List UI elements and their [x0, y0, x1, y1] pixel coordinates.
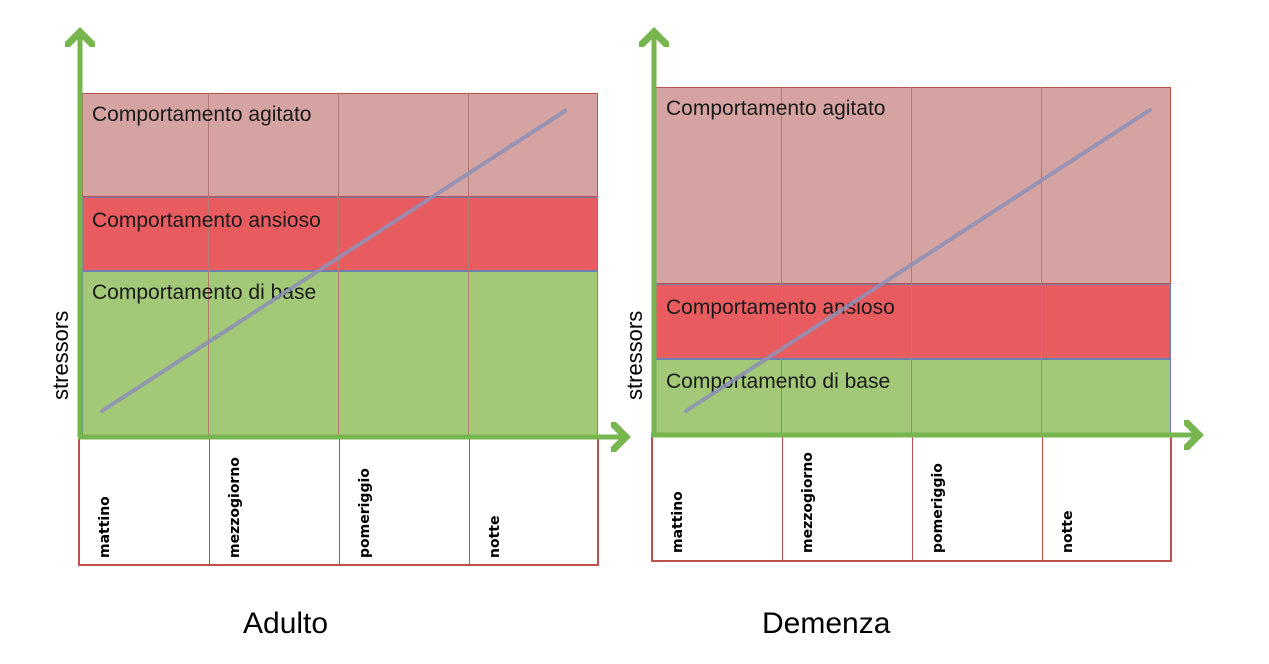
band-label-anxious: Comportamento ansioso — [92, 209, 321, 232]
category-table — [78, 438, 599, 566]
trend-line — [100, 109, 567, 413]
category-divider — [469, 438, 470, 564]
grid-line — [338, 93, 339, 436]
category-divider — [339, 438, 340, 564]
grid-line — [208, 93, 209, 436]
panel-caption: Adulto — [243, 607, 329, 640]
category-divider — [209, 438, 210, 564]
grid-line — [468, 93, 469, 436]
trend-line — [684, 108, 1152, 413]
band-label-agitated: Comportamento agitato — [92, 103, 312, 126]
band-label-baseline: Comportamento di base — [92, 281, 317, 304]
